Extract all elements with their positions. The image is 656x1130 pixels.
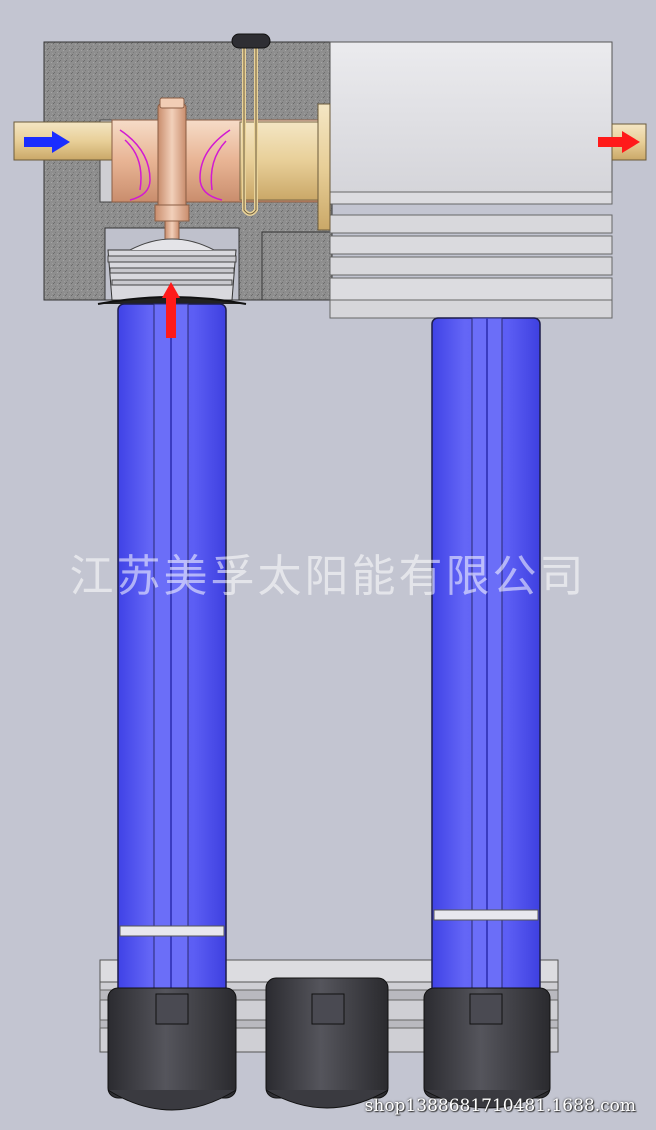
exchange-chamber (111, 103, 331, 231)
rising-flow-arrow-icon (162, 282, 180, 338)
vacuum-tube-left (117, 303, 227, 995)
storage-tank (329, 41, 613, 319)
tube-cap-left (107, 987, 237, 1111)
tube-cap-right (423, 987, 551, 1109)
inlet-arrow-icon (24, 131, 70, 153)
heat-pipe (154, 97, 190, 252)
tube-cap-middle (265, 977, 389, 1109)
shop-url-label: shop1388681710481.1688.com (364, 1096, 636, 1116)
outlet-arrow-icon (598, 131, 640, 153)
sensor-tube (231, 33, 271, 216)
vacuum-tube-right (431, 317, 541, 995)
